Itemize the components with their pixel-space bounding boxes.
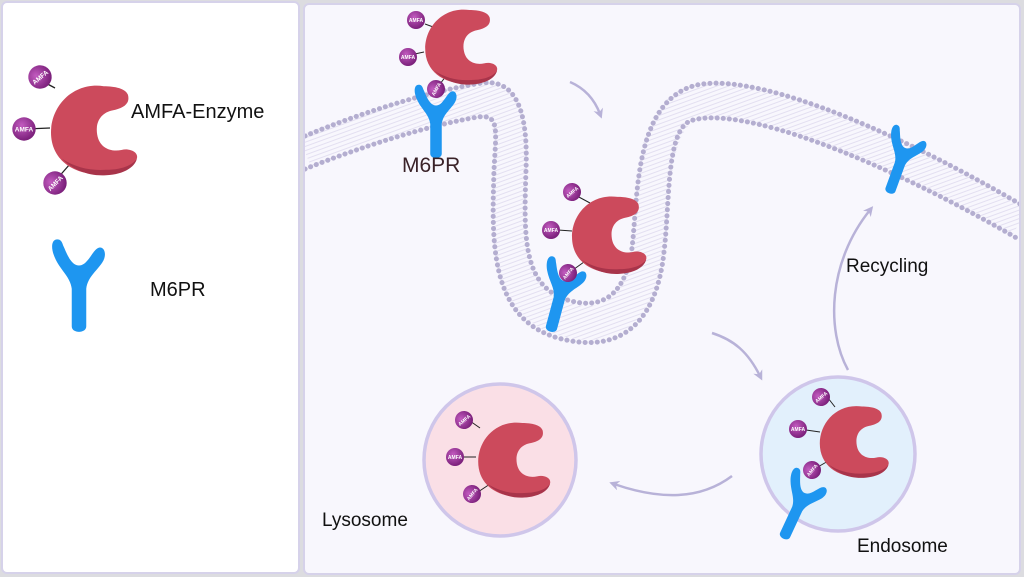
amfa-icon xyxy=(38,166,72,200)
arrow-to-lysosome xyxy=(609,474,733,497)
arrow-recycling xyxy=(832,206,874,371)
amfa-icon xyxy=(559,179,585,205)
cell-membrane xyxy=(305,80,1019,345)
endosome xyxy=(759,375,917,547)
legend-panel xyxy=(1,1,300,574)
amfa-icon xyxy=(12,117,36,141)
arrow-to-endosome xyxy=(711,331,763,381)
bound-complex-pit xyxy=(529,179,647,338)
bound-complex-surface xyxy=(399,9,498,159)
legend-receptor-label: M6PR xyxy=(150,279,206,301)
amfa-icon xyxy=(399,48,417,66)
m6pr-receptor-icon xyxy=(52,239,105,332)
legend-enzyme xyxy=(12,60,138,200)
enzyme-icon xyxy=(425,9,498,85)
amfa-icon xyxy=(446,448,464,466)
enzyme-icon xyxy=(51,85,138,176)
amfa-icon xyxy=(407,11,425,29)
endosome-label: Endosome xyxy=(857,536,948,557)
membrane-receptor-label: M6PR xyxy=(402,154,461,177)
amfa-icon xyxy=(23,60,57,94)
arrow-endocytosis xyxy=(569,80,603,119)
legend-enzyme-label: AMFA-Enzyme xyxy=(131,101,265,123)
amfa-icon xyxy=(542,221,560,239)
recycling-label: Recycling xyxy=(846,256,929,277)
lysosome xyxy=(422,382,578,538)
amfa-icon xyxy=(789,420,807,438)
lysosome-label: Lysosome xyxy=(322,510,408,531)
